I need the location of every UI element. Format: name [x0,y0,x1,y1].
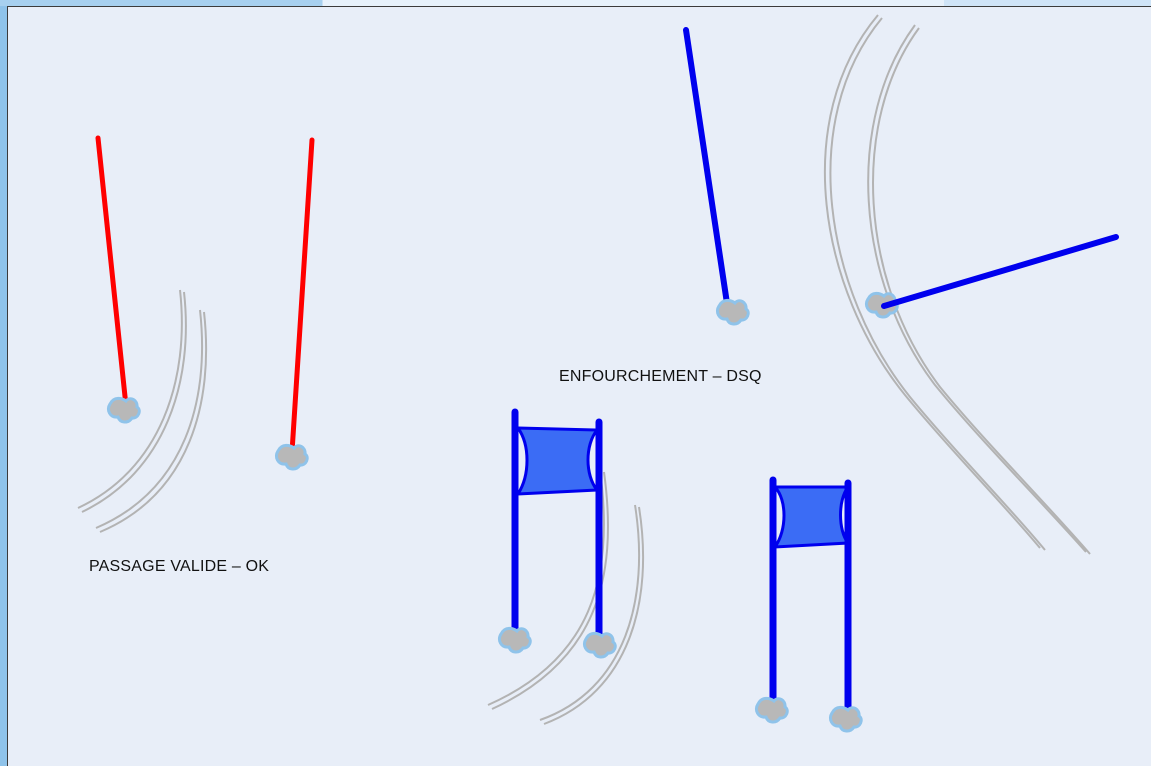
top-strip [0,0,1151,6]
ski-tracks-dsq [823,14,1091,555]
snow-splash [106,396,141,424]
snow-splash [274,443,309,471]
blue-pole-knocked [864,234,1119,319]
red-pole-right [274,137,315,471]
snow-splash [715,298,750,326]
label-straddle-dsq: ENFOURCHEMENT – DSQ [559,368,762,385]
snow-splash [828,705,863,733]
red-pole-left [95,135,141,424]
blue-gate-left [497,408,617,659]
ski-tracks-gate [487,469,645,725]
ski-tracks-ok [77,289,208,533]
label-valid-passage: PASSAGE VALIDE – OK [89,558,270,575]
snow-splash [497,626,532,654]
gate-flag [515,426,601,496]
blue-gate-right [754,476,863,733]
snow-splash [582,631,617,659]
snow-splash [754,696,789,724]
gate-flag [771,485,852,549]
blue-pole-upright [683,27,750,326]
